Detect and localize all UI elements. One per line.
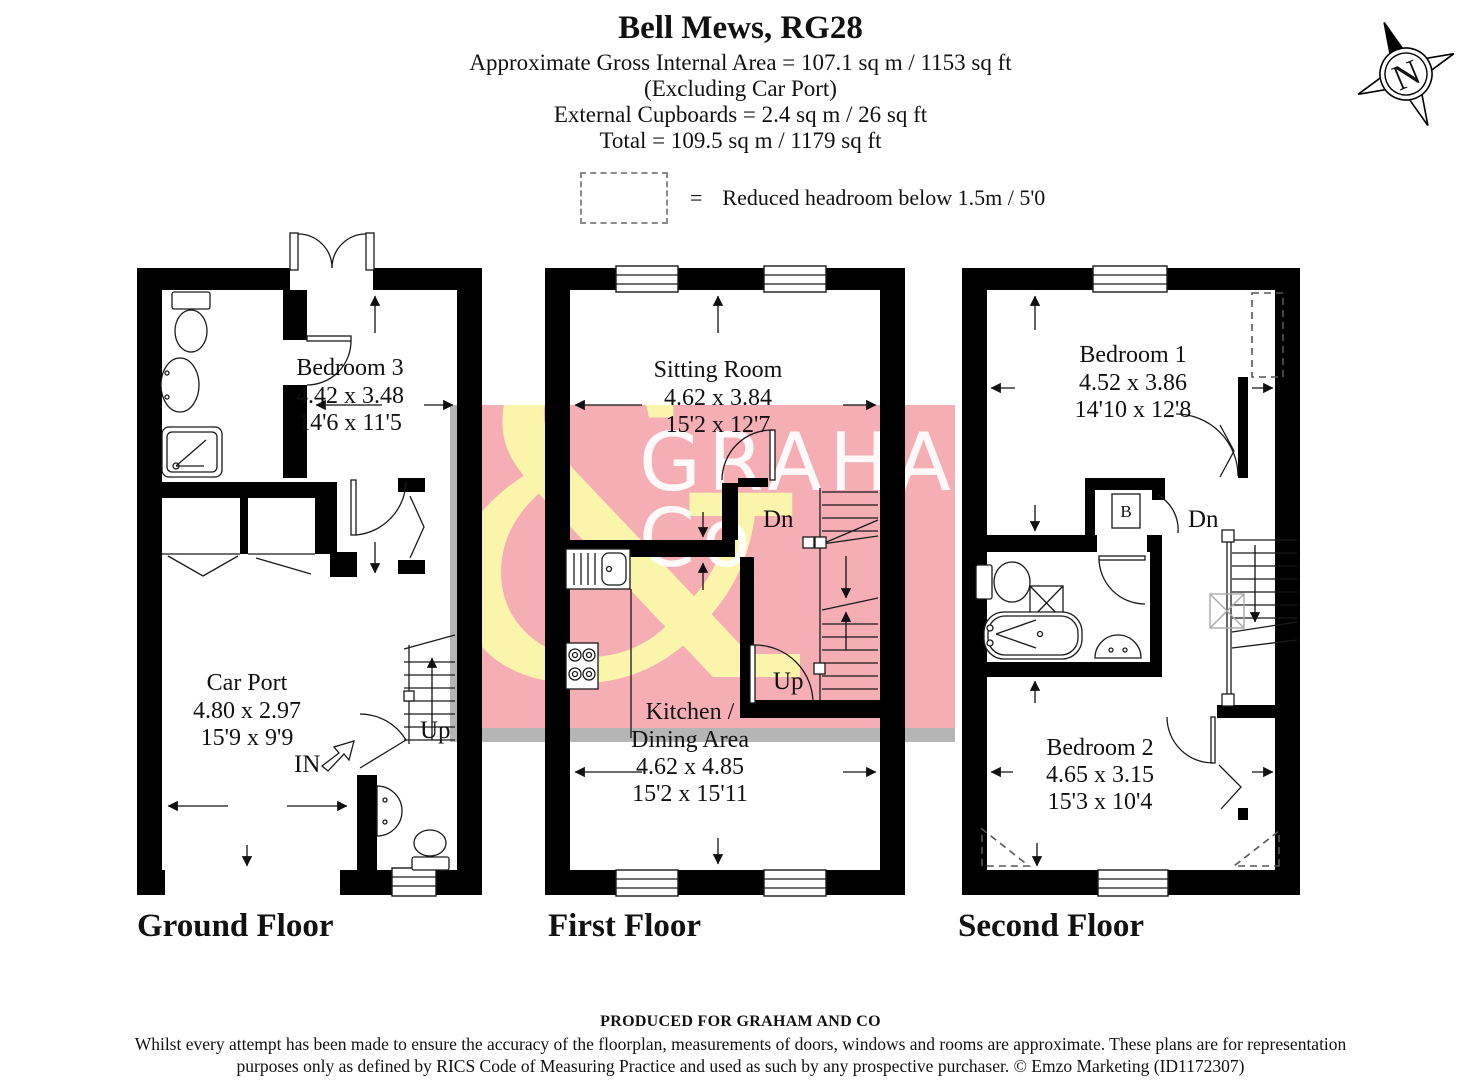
ground-up-label: Up xyxy=(420,717,451,744)
compass-icon: N xyxy=(1357,21,1455,127)
basin-icon xyxy=(1094,634,1142,659)
second-floor-label: Second Floor xyxy=(958,908,1145,944)
cupboard-door xyxy=(1157,494,1179,534)
stair-doors xyxy=(721,429,814,704)
watermark-ampersand: & xyxy=(463,405,822,728)
double-door xyxy=(289,232,375,271)
window xyxy=(391,867,437,897)
legend-equals: = xyxy=(690,185,703,210)
reduced-headroom-swatch xyxy=(580,172,668,224)
first-floor-plan: Sitting Room 4.62 x 3.84 15'2 x 12'7 Dn … xyxy=(545,265,905,897)
reduced-headroom-area xyxy=(981,827,1032,867)
bedroom1-metric: 4.52 x 3.86 xyxy=(1079,370,1187,396)
bedroom2-name: Bedroom 2 xyxy=(1046,735,1153,761)
bedroom3-name: Bedroom 3 xyxy=(296,355,403,381)
in-label: IN xyxy=(294,751,320,778)
disclaimer-line-1: Whilst every attempt has been made to en… xyxy=(134,1034,1347,1054)
total-line: Total = 109.5 sq m / 1179 sq ft xyxy=(599,128,882,153)
bedroom2-door xyxy=(1166,716,1242,810)
ground-stairs-icon xyxy=(403,634,456,744)
basin-icon xyxy=(160,357,200,413)
sitting-room-name: Sitting Room xyxy=(654,357,783,383)
excluding-line: (Excluding Car Port) xyxy=(644,76,837,101)
bedroom2-metric: 4.65 x 3.15 xyxy=(1046,762,1154,788)
window xyxy=(1092,265,1169,897)
bedroom3-imperial: 14'6 x 11'5 xyxy=(298,410,402,436)
kitchen-imperial: 15'2 x 15'11 xyxy=(632,781,748,807)
page-title: Bell Mews, RG28 xyxy=(618,10,863,46)
dimension-arrows xyxy=(167,295,454,867)
wc-toilet-icon xyxy=(411,829,450,871)
bedroom1-door xyxy=(1175,413,1239,478)
first-dn-label: Dn xyxy=(763,506,794,533)
toilet-icon xyxy=(975,561,1031,603)
dimension-arrows xyxy=(990,295,1274,867)
reduced-headroom-area xyxy=(1231,829,1280,867)
second-dn-label: Dn xyxy=(1188,506,1219,533)
sink-icon xyxy=(565,548,631,590)
shower-icon xyxy=(161,426,223,478)
in-arrow-icon xyxy=(320,740,355,772)
wc-basin-icon xyxy=(376,785,403,837)
bath-icon xyxy=(983,611,1083,660)
sitting-room-metric: 4.62 x 3.84 xyxy=(664,385,772,411)
hob-icon xyxy=(565,642,599,690)
bedroom1-name: Bedroom 1 xyxy=(1079,342,1186,368)
cupboard-doors xyxy=(162,495,425,577)
legend-label: Reduced headroom below 1.5m / 5'0 xyxy=(722,185,1046,210)
bedroom3-metric: 4.42 x 3.48 xyxy=(296,383,404,409)
bifold-door xyxy=(409,495,425,559)
hall-door xyxy=(350,479,407,536)
carport-metric: 4.80 x 2.97 xyxy=(193,698,301,724)
dimension-arrows xyxy=(574,295,877,865)
kitchen-name2: Dining Area xyxy=(631,727,749,753)
legend: = Reduced headroom below 1.5m / 5'0 xyxy=(580,172,1045,224)
kitchen-name1: Kitchen / xyxy=(646,699,735,725)
toilet-icon xyxy=(171,291,211,353)
carport-imperial: 15'9 x 9'9 xyxy=(201,725,294,751)
cupboards-line: External Cupboards = 2.4 sq m / 26 sq ft xyxy=(553,102,928,127)
gross-area-line: Approximate Gross Internal Area = 107.1 … xyxy=(469,50,1012,75)
first-stairs-icon xyxy=(802,488,879,700)
kitchen-metric: 4.62 x 4.85 xyxy=(636,754,744,780)
entrance-door xyxy=(320,713,407,772)
carport-name: Car Port xyxy=(207,670,288,696)
ground-floor-label: Ground Floor xyxy=(137,908,334,944)
disclaimer-line-2: purposes only as defined by RICS Code of… xyxy=(236,1056,1245,1076)
boiler-label: B xyxy=(1120,502,1131,521)
first-up-label: Up xyxy=(773,668,804,695)
agency-watermark: & GRAHAM Co xyxy=(450,405,955,742)
boiler-cupboard xyxy=(1111,493,1141,529)
sitting-room-imperial: 15'2 x 12'7 xyxy=(666,412,771,438)
reduced-headroom-area xyxy=(1251,292,1284,378)
window xyxy=(615,265,827,897)
produced-for-line: PRODUCED FOR GRAHAM AND CO xyxy=(600,1013,881,1030)
bedroom2-imperial: 15'3 x 10'4 xyxy=(1048,789,1153,815)
ground-floor-plan: Bedroom 3 4.42 x 3.48 14'6 x 11'5 Car Po… xyxy=(137,232,482,897)
ensuite-door xyxy=(306,335,352,386)
second-stairs-icon xyxy=(1209,529,1298,707)
second-floor-plan: B Bedroom 1 4.52 x 3.86 14'10 x 12'8 D xyxy=(962,265,1300,897)
bathroom-door xyxy=(1098,555,1146,605)
bedroom1-imperial: 14'10 x 12'8 xyxy=(1075,397,1192,423)
first-floor-label: First Floor xyxy=(548,908,702,944)
